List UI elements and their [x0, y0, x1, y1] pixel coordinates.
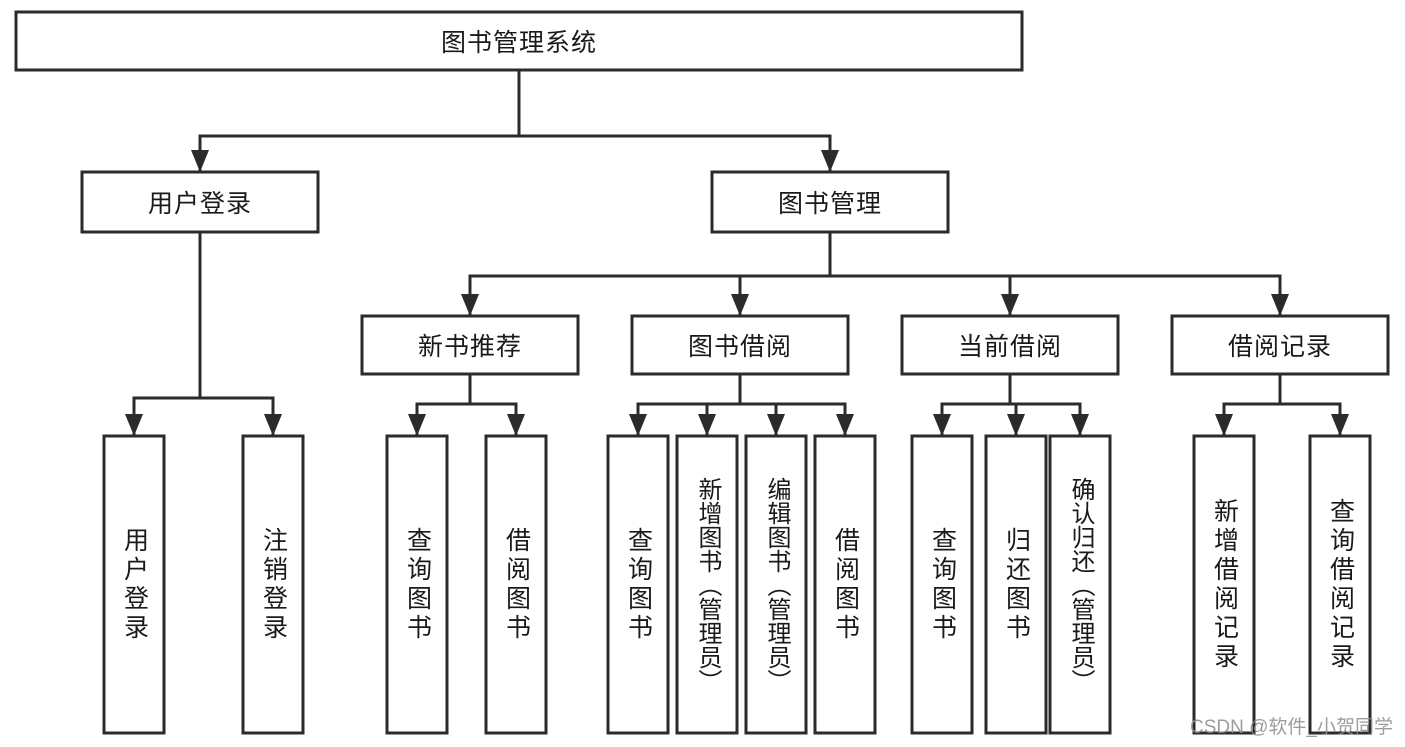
arrow-head-icon — [767, 414, 785, 436]
connector-layer — [125, 68, 1349, 437]
box-layer — [14, 10, 1390, 735]
arrow-head-icon — [933, 414, 951, 436]
node-box-add-book-admin[interactable] — [675, 434, 739, 735]
arrow-head-icon — [1215, 414, 1233, 436]
node-box-query-book-1[interactable] — [385, 434, 449, 735]
arrow-head-icon — [507, 414, 525, 436]
arrow-head-icon — [264, 414, 282, 436]
node-box-user-login-leaf[interactable] — [102, 434, 166, 735]
node-box-borrow-book-1[interactable] — [484, 434, 548, 735]
node-box-book-borrow[interactable] — [630, 314, 850, 376]
node-box-return-book[interactable] — [984, 434, 1048, 735]
node-box-user-login[interactable] — [80, 170, 320, 234]
node-box-edit-book-admin[interactable] — [744, 434, 808, 735]
node-box-user-logout-leaf[interactable] — [241, 434, 305, 735]
arrow-head-icon — [1331, 414, 1349, 436]
arrow-head-icon — [1271, 294, 1289, 316]
node-box-query-book-3[interactable] — [910, 434, 974, 735]
node-box-borrow-book-2[interactable] — [813, 434, 877, 735]
node-box-new-book-recommend[interactable] — [360, 314, 580, 376]
arrow-head-icon — [821, 150, 839, 172]
arrow-head-icon — [1001, 294, 1019, 316]
arrow-head-icon — [698, 414, 716, 436]
node-box-query-book-2[interactable] — [606, 434, 670, 735]
arrow-head-icon — [125, 414, 143, 436]
arrow-head-icon — [461, 294, 479, 316]
node-box-query-borrow-record[interactable] — [1308, 434, 1372, 735]
node-box-root[interactable] — [14, 10, 1024, 72]
node-box-confirm-return-admin[interactable] — [1048, 434, 1112, 735]
arrow-head-icon — [629, 414, 647, 436]
node-box-book-manage[interactable] — [710, 170, 950, 234]
node-box-borrow-record[interactable] — [1170, 314, 1390, 376]
node-box-current-borrow[interactable] — [900, 314, 1120, 376]
node-box-add-borrow-record[interactable] — [1192, 434, 1256, 735]
arrow-head-icon — [1071, 414, 1089, 436]
arrow-head-icon — [731, 294, 749, 316]
arrow-head-icon — [408, 414, 426, 436]
arrow-head-icon — [1007, 414, 1025, 436]
arrow-head-icon — [836, 414, 854, 436]
arrow-head-icon — [191, 150, 209, 172]
